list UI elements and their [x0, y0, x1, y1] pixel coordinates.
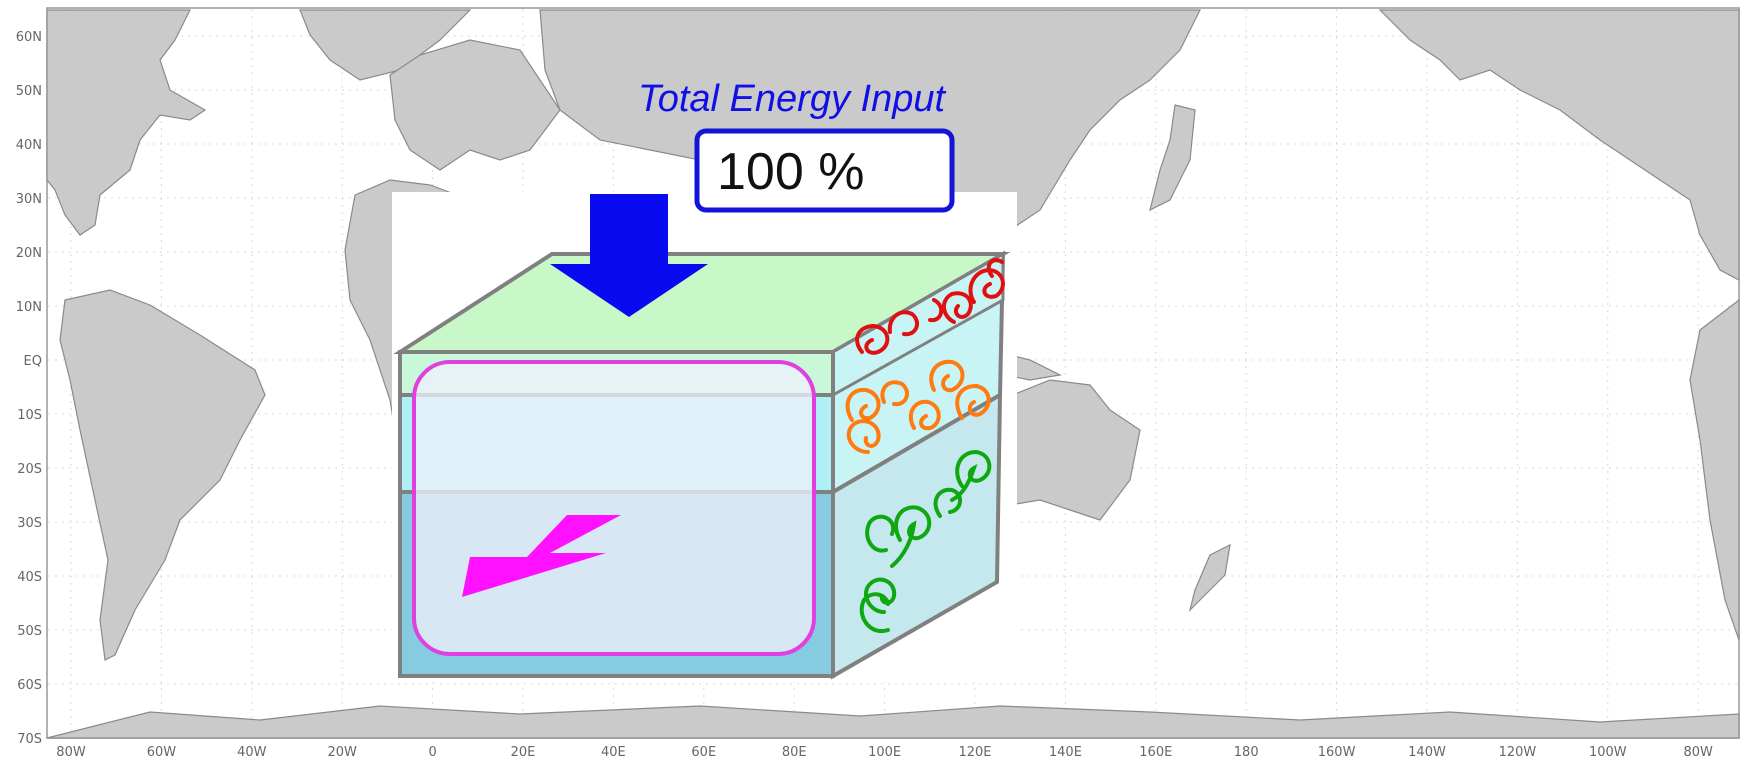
inner-transport-region [412, 360, 816, 656]
latitude-label: 40N [16, 138, 42, 153]
latitude-label: 10S [17, 408, 42, 423]
longitude-label: 120W [1499, 745, 1537, 760]
latitude-labels: 60N 50N 40N 30N 20N 10N EQ 10S 20S 30S 40S 50S 60S 70… [16, 30, 42, 747]
eddy-swirl-icon [887, 310, 920, 337]
japan [1149, 104, 1196, 212]
longitude-label: 180 [1234, 745, 1259, 760]
longitude-label: 40E [601, 745, 626, 760]
latitude-label: 50N [16, 84, 42, 99]
longitude-labels: 80W 60W 40W 20W 0 20E 40E 60E 80E 100E 120E 140E 160… [56, 745, 1713, 760]
antarctica [46, 705, 1740, 739]
latitude-label: 70S [17, 732, 42, 747]
latitude-label: 40S [17, 570, 42, 585]
greenland [299, 9, 472, 81]
eddies-deep [859, 449, 992, 634]
europe [389, 39, 561, 171]
south-america [59, 289, 266, 661]
longitude-label: 40W [237, 745, 267, 760]
latitude-label: 20N [16, 246, 42, 261]
north-america-right [1378, 9, 1740, 281]
longitude-label: 80E [782, 745, 807, 760]
eddy-swirl-icon [855, 323, 890, 355]
eddy-swirl-icon [908, 399, 941, 431]
eddy-swirl-icon [950, 449, 992, 502]
latitude-label: EQ [24, 354, 42, 369]
longitude-label: 0 [428, 745, 436, 760]
latitude-label: 60S [17, 678, 42, 693]
eddy-swirl-icon [865, 514, 896, 553]
latitude-label: 10N [16, 300, 42, 315]
eddy-swirl-icon [942, 291, 973, 324]
eddy-swirl-icon [890, 505, 932, 568]
eddy-swirl-icon [846, 419, 881, 454]
latitude-label: 50S [17, 624, 42, 639]
longitude-label: 100W [1589, 745, 1627, 760]
longitude-label: 160E [1139, 745, 1172, 760]
eddy-swirl-icon [859, 592, 890, 634]
eddy-swirl-icon [986, 258, 1004, 278]
energy-value-box [694, 128, 955, 213]
longitude-label: 140W [1408, 745, 1446, 760]
longitude-label: 80W [1683, 745, 1713, 760]
eddies-mixed [845, 359, 991, 454]
eddy-swirl-icon [933, 487, 962, 518]
lightning-bolt-icon [462, 515, 621, 597]
eddy-swirl-icon [968, 267, 1005, 304]
diagram-title: Total Energy Input [638, 78, 946, 120]
latitude-label: 30N [16, 192, 42, 207]
longitude-label: 20E [511, 745, 536, 760]
eddies-surface [855, 258, 1005, 355]
eddy-swirl-icon [929, 359, 965, 393]
longitude-label: 160W [1318, 745, 1356, 760]
eddy-swirl-icon [928, 298, 944, 323]
ocean-box [393, 250, 1011, 680]
north-america-left [46, 9, 207, 236]
longitude-label: 140E [1049, 745, 1082, 760]
eddy-swirl-icon [845, 387, 881, 422]
longitude-label: 60W [147, 745, 177, 760]
latitude-label: 60N [16, 30, 42, 45]
latitude-label: 30S [17, 516, 42, 531]
latitude-label: 20S [17, 462, 42, 477]
new-zealand [1188, 543, 1231, 612]
longitude-label: 20W [327, 745, 357, 760]
energy-arrow-down-icon [550, 194, 708, 317]
eddy-swirl-icon [880, 380, 910, 407]
eddy-swirl-icon [955, 383, 991, 420]
longitude-label: 60E [691, 745, 716, 760]
south-america-right [1689, 298, 1740, 641]
energy-value-text: 100 % [717, 143, 864, 201]
longitude-label: 100E [868, 745, 901, 760]
longitude-label: 80W [56, 745, 86, 760]
longitude-label: 120E [958, 745, 991, 760]
